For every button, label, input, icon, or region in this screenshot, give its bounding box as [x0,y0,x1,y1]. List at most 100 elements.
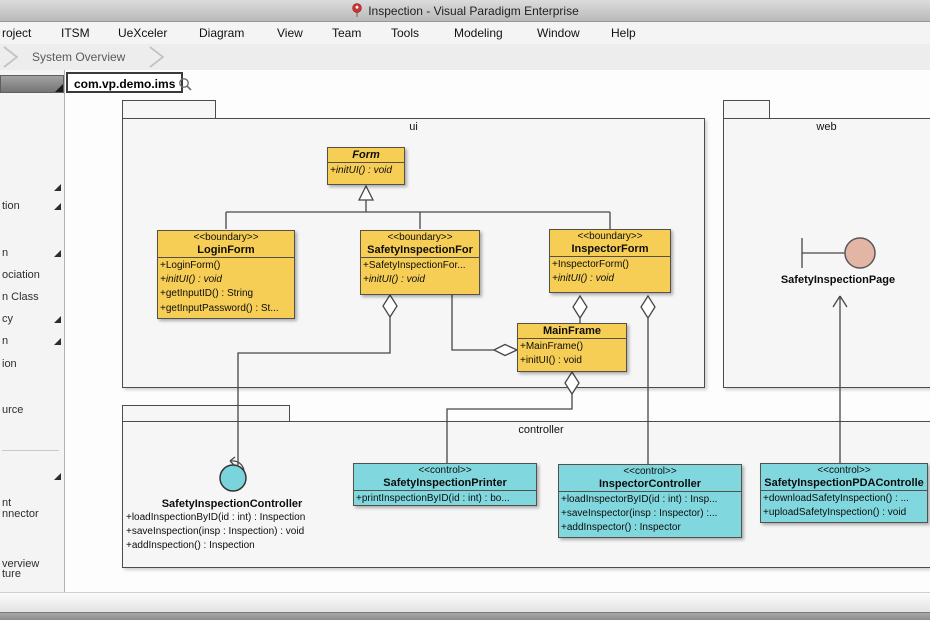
class-name: InspectorForm [571,243,649,255]
class-safetyinspectionpage-label[interactable]: SafetyInspectionPage [780,274,896,286]
palette-item[interactable] [0,179,65,197]
menu-item-itsm[interactable]: ITSM [61,26,90,40]
tool-palette: tion n ociation n Class cy n ion urce nt… [0,70,65,592]
operation: +uploadSafetyInspection() : void [763,507,907,519]
status-bar [0,592,930,612]
tab-label: com.vp.demo.ims [74,77,176,91]
palette-divider [2,450,59,451]
class-header: <<control>> SafetyInspectionPDAControlle [761,464,927,491]
menu-item-tools[interactable]: Tools [391,26,420,40]
palette-header[interactable] [0,75,64,93]
class-safetyinspectionpdacontroller[interactable]: <<control>> SafetyInspectionPDAControlle… [760,463,928,523]
tool-group-arrow-icon[interactable] [54,316,61,323]
tab-com-vp-demo-ims[interactable]: com.vp.demo.ims [66,72,184,93]
palette-item[interactable]: n [0,245,65,263]
class-inspectorform[interactable]: <<boundary>> InspectorForm +InspectorFor… [549,229,671,293]
operation: +printInspectionByID(id : int) : bo... [356,493,510,504]
operations: +loadInspectionByID(id : int) : Inspecti… [118,511,346,552]
menu-item-modeling[interactable]: Modeling [454,26,503,40]
menu-item-window[interactable]: Window [537,26,580,40]
class-name: MainFrame [542,325,602,337]
menu-item-project[interactable]: roject [2,26,32,40]
class-header: Form [328,148,404,163]
class-inspectorcontroller[interactable]: <<control>> InspectorController +loadIns… [558,464,742,538]
menu-item-team[interactable]: Team [332,26,362,40]
palette-item[interactable] [0,468,65,486]
stereotype: <<boundary>> [387,232,453,243]
class-form[interactable]: Form +initUI() : void [327,147,405,185]
operation: +saveInspector(insp : Inspector) :... [561,508,718,520]
breadcrumb-item[interactable]: System Overview [32,50,126,64]
palette-item[interactable]: nt [2,497,12,509]
class-name: Form [352,149,380,161]
package-web[interactable] [723,118,930,388]
class-name: InspectorController [598,478,702,490]
palette-item[interactable]: ion [2,358,17,370]
package-ui-tab[interactable] [122,100,216,118]
app-pin-icon [352,3,362,17]
package-web-tab[interactable] [723,100,770,118]
class-safetyinspectionprinter[interactable]: <<control>> SafetyInspectionPrinter +pri… [353,463,537,506]
operation: +saveInspection(insp : Inspection) : voi… [126,525,305,537]
stereotype: <<control>> [418,465,472,476]
operations: +MainFrame() +initUI() : void [518,339,626,368]
tool-group-arrow-icon[interactable] [54,184,61,191]
class-safetyinspectionform[interactable]: <<boundary>> SafetyInspectionFor +Safety… [360,230,480,295]
class-header: <<control>> InspectorController [559,465,741,492]
operations: +InspectorForm() +initUI() : void [550,257,670,286]
class-name: SafetyInspectionController [161,498,303,510]
stereotype: <<control>> [817,465,871,476]
package-controller-tab[interactable] [122,405,290,421]
operation: +initUI() : void [330,165,392,176]
operations: +loadInspectorByID(id : int) : Insp... +… [559,492,741,536]
tool-group-arrow-icon[interactable] [54,250,61,257]
class-name: SafetyInspectionPrinter [383,477,507,489]
class-safetyinspectioncontroller-label[interactable]: SafetyInspectionController +loadInspecti… [118,498,346,552]
operation: +loadInspectionByID(id : int) : Inspecti… [126,512,306,523]
package-web-label: web [816,121,837,133]
operation: +LoginForm() [160,260,221,271]
tool-group-arrow-icon[interactable] [54,338,61,345]
class-header: <<control>> SafetyInspectionPrinter [354,464,536,491]
class-header: <<boundary>> LoginForm [158,231,294,258]
palette-item[interactable]: tion [0,198,65,216]
menu-item-help[interactable]: Help [611,26,636,40]
palette-item[interactable]: verview [2,558,40,570]
operation: +downloadSafetyInspection() : ... [763,493,909,504]
operation: +getInputID() : String [160,288,254,300]
palette-item[interactable] [0,486,65,504]
operations: +SafetyInspectionFor... +initUI() : void [361,258,479,287]
operation: +addInspection() : Inspection [126,539,255,551]
class-header: <<boundary>> InspectorForm [550,230,670,257]
tool-group-arrow-icon[interactable] [54,203,61,210]
palette-item[interactable]: n [0,333,65,351]
class-name: LoginForm [197,244,255,256]
operations: +initUI() : void [328,163,404,178]
palette-item[interactable]: nnector [2,508,39,520]
breadcrumb-chevron-icon [3,46,165,68]
title-bar: Inspection - Visual Paradigm Enterprise [0,0,930,22]
menu-item-uexceler[interactable]: UeXceler [118,26,168,40]
class-loginform[interactable]: <<boundary>> LoginForm +LoginForm() +ini… [157,230,295,319]
palette-item[interactable]: cy [0,311,65,329]
palette-item[interactable]: n Class [2,291,39,303]
tool-group-arrow-icon[interactable] [54,473,61,480]
operation: +SafetyInspectionFor... [363,260,466,271]
operation: +MainFrame() [520,341,584,352]
stereotype: <<boundary>> [577,231,643,242]
palette-item[interactable]: urce [2,404,24,416]
menu-item-view[interactable]: View [277,26,303,40]
palette-item[interactable]: ture [2,568,21,580]
operations: +downloadSafetyInspection() : ... +uploa… [761,491,927,520]
package-controller-label: controller [518,424,564,436]
operations: +printInspectionByID(id : int) : bo... [354,491,536,506]
operation: +initUI() : void [520,355,582,367]
window-bottom-edge [0,612,930,620]
class-mainframe[interactable]: MainFrame +MainFrame() +initUI() : void [517,323,627,372]
menu-item-diagram[interactable]: Diagram [199,26,245,40]
breadcrumb: System Overview [0,44,930,70]
package-ui-label: ui [409,121,418,133]
palette-item[interactable]: ociation [2,269,40,281]
zoom-search-icon[interactable] [177,76,197,96]
stereotype: <<control>> [623,466,677,477]
